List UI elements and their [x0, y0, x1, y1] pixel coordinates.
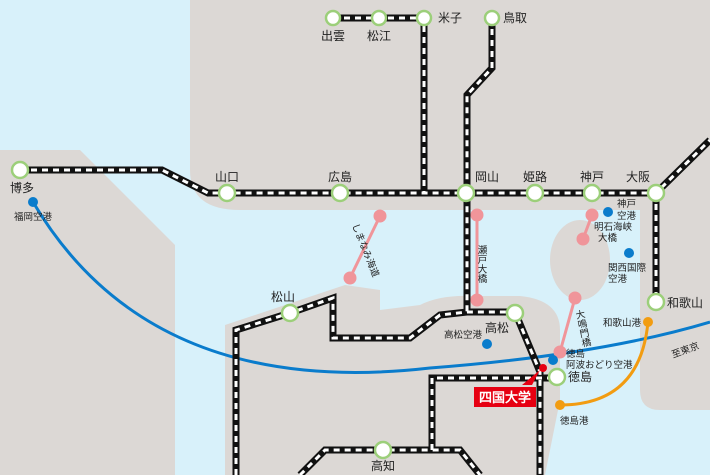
- label-tokushima-airport-2: 阿波おどり空港: [566, 359, 633, 371]
- kii-peninsula: [640, 210, 710, 410]
- ferry-route: [559, 321, 650, 407]
- shikoku: [225, 285, 560, 475]
- awaji-island: [550, 220, 610, 300]
- label-okayama: 岡山: [475, 170, 499, 184]
- airport-dots: [28, 197, 634, 365]
- port-dots: [555, 317, 653, 410]
- stations: [10, 9, 666, 460]
- station-okayama: [456, 183, 476, 203]
- label-tokushima: 徳島: [568, 369, 592, 384]
- label-kobe: 神戸: [580, 170, 604, 184]
- label-kobe-airport-1: 神戸: [617, 198, 636, 210]
- label-akashi-2: 大橋: [598, 232, 618, 244]
- station-matsuyama: [280, 303, 300, 323]
- label-seto-bridge: 瀬戸大橋: [476, 244, 488, 284]
- label-osaka: 大阪: [626, 170, 650, 184]
- station-yonago: [415, 9, 433, 27]
- label-kochi: 高知: [371, 458, 395, 473]
- kyushu: [0, 150, 175, 475]
- station-hiroshima: [330, 183, 350, 203]
- label-tokushima-port: 徳島港: [560, 415, 589, 427]
- station-tokushima: [547, 367, 567, 387]
- university-label: 四国大学: [479, 390, 531, 406]
- label-himeji: 姫路: [523, 169, 547, 184]
- label-izumo: 出雲: [321, 29, 345, 43]
- station-osaka: [646, 183, 666, 203]
- label-matsuyama: 松山: [271, 290, 295, 304]
- label-takamatsu-airport: 高松空港: [444, 329, 483, 341]
- label-wakayama-port: 和歌山港: [603, 317, 642, 329]
- station-kochi: [373, 440, 393, 460]
- station-wakayama: [646, 292, 666, 312]
- bridges: [343, 208, 599, 359]
- label-kobe-airport-2: 空港: [617, 210, 637, 222]
- station-hakata: [10, 160, 30, 180]
- station-yamaguchi: [217, 183, 237, 203]
- label-kansai-airport-2: 空港: [608, 273, 628, 285]
- label-kansai-airport-1: 関西国際: [608, 262, 647, 274]
- station-himeji: [525, 183, 545, 203]
- label-yamaguchi: 山口: [215, 170, 239, 184]
- label-fukuoka-airport: 福岡空港: [14, 211, 53, 223]
- label-hakata: 博多: [10, 180, 34, 195]
- station-tottori: [483, 9, 501, 27]
- label-takamatsu: 高松: [485, 320, 509, 335]
- honshu: [190, 0, 710, 210]
- label-tokushima-airport-1: 徳島: [566, 348, 585, 360]
- label-tottori: 鳥取: [503, 10, 527, 25]
- station-matsue: [370, 9, 388, 27]
- label-hiroshima: 広島: [328, 169, 352, 184]
- station-izumo: [324, 9, 342, 27]
- air-route: [31, 201, 710, 374]
- station-kobe: [582, 183, 602, 203]
- label-yonago: 米子: [438, 11, 462, 25]
- label-matsue: 松江: [367, 29, 391, 43]
- label-wakayama: 和歌山: [667, 295, 703, 310]
- label-akashi-1: 明石海峡: [594, 221, 633, 233]
- university-marker[interactable]: 四国大学: [474, 364, 547, 407]
- station-takamatsu: [505, 303, 525, 323]
